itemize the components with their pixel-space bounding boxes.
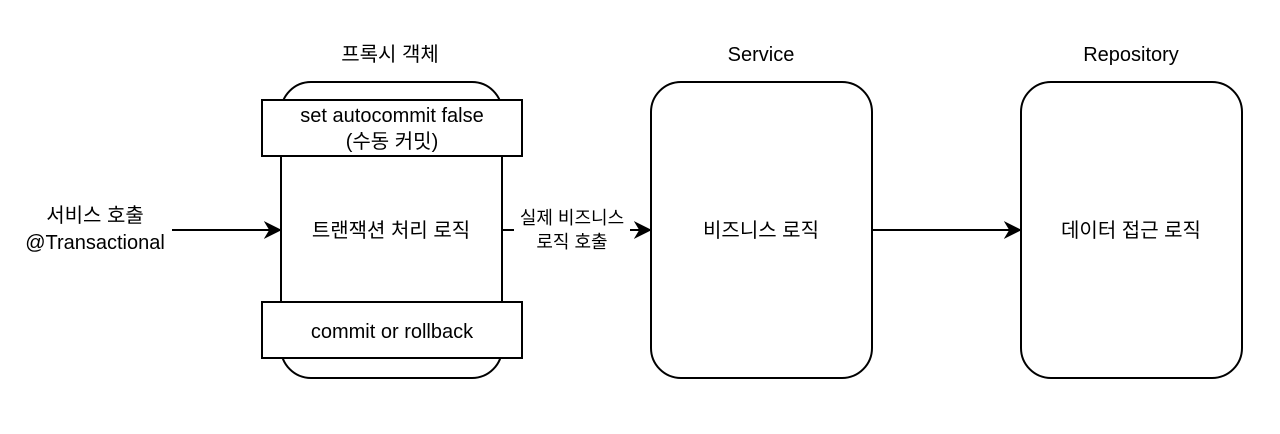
service-call-label: 서비스 호출 bbox=[46, 204, 144, 227]
transaction-logic-label: 트랜잭션 처리 로직 bbox=[312, 219, 470, 242]
business-logic-label: 비즈니스 로직 bbox=[703, 219, 819, 242]
logic-call-label: 로직 호출 bbox=[536, 232, 607, 252]
commit-rollback-label: commit or rollback bbox=[311, 321, 474, 343]
service-title: Service bbox=[728, 44, 795, 66]
edge-label-background bbox=[514, 205, 630, 255]
manual-commit-label: (수동 커밋) bbox=[346, 130, 438, 153]
proxy-title: 프록시 객체 bbox=[341, 43, 439, 66]
autocommit-box bbox=[261, 99, 523, 157]
repository-title: Repository bbox=[1083, 44, 1179, 66]
transactional-annotation-label: @Transactional bbox=[25, 232, 165, 254]
actual-business-call-label: 실제 비즈니스 bbox=[520, 208, 624, 228]
data-access-logic-label: 데이터 접근 로직 bbox=[1061, 219, 1201, 242]
commit-rollback-box bbox=[261, 301, 523, 359]
autocommit-label: set autocommit false bbox=[300, 105, 483, 127]
